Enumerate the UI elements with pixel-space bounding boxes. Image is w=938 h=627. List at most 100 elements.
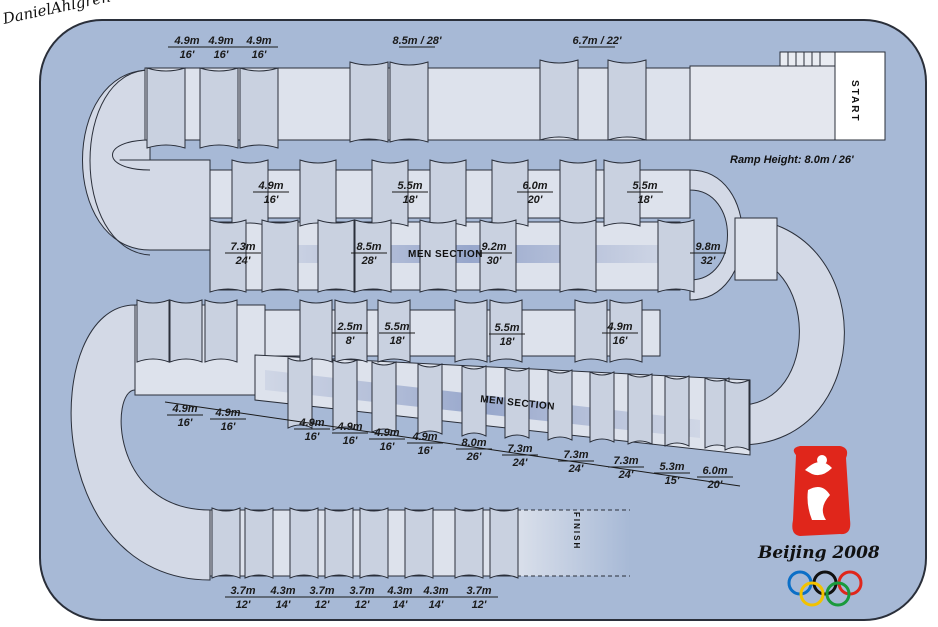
jump-s3-7	[489, 299, 523, 363]
jump-s2-0	[231, 159, 269, 227]
dim-s3-2: 5.5m 18'	[489, 322, 525, 348]
jump-s2-5	[559, 159, 597, 227]
dim-s2-1-meters: 5.5m	[397, 180, 422, 192]
jump-s1-4	[389, 61, 429, 143]
beijing-2008-emblem: Beijing 2008	[757, 446, 880, 607]
obstacles	[136, 59, 750, 579]
dim-s3-0-meters: 2.5m	[336, 321, 362, 333]
jump-s4-1	[332, 359, 358, 431]
jump-s4-2	[371, 361, 397, 433]
jump-s1-1	[199, 67, 239, 149]
dim-s5-0-meters: 3.7m	[230, 585, 255, 597]
dim-s4-3-feet: 16'	[343, 435, 358, 447]
dim-s1-3-meters: 8.5m / 28'	[392, 35, 441, 47]
dim-s3-3-meters: 4.9m	[606, 321, 632, 333]
dim-s1-2-feet: 16'	[252, 49, 267, 61]
jump-s2-6	[603, 159, 641, 227]
jump-s3-6	[454, 299, 488, 363]
dim-s1-0-feet: 16'	[180, 49, 195, 61]
jump-m1-1	[261, 219, 299, 293]
dim-s4-5-meters: 4.9m	[411, 431, 437, 443]
dim-s5-5-feet: 14'	[429, 599, 444, 611]
jump-s2-2	[371, 159, 409, 227]
dim-s3-2-meters: 5.5m	[494, 322, 519, 334]
dim-s4-11-meters: 6.0m	[702, 465, 727, 477]
dim-m1-3-feet: 32'	[701, 255, 716, 267]
dim-s1-1-meters: 4.9m	[207, 35, 233, 47]
dim-s5-3-feet: 12'	[355, 599, 370, 611]
jump-s3-8	[574, 299, 608, 363]
dim-s5-5-meters: 4.3m	[422, 585, 448, 597]
dim-s4-8-feet: 24'	[568, 463, 584, 475]
dim-s3-1-feet: 18'	[390, 335, 405, 347]
finish-label: FINISH	[572, 512, 581, 550]
jump-s4-5	[504, 367, 530, 439]
ramp-height-label: Ramp Height: 8.0m / 26'	[730, 154, 854, 166]
jump-s4-8	[627, 373, 653, 445]
dim-s5-2-feet: 12'	[315, 599, 330, 611]
dim-m1-0: 7.3m 24'	[225, 241, 261, 267]
jump-s4-4	[461, 365, 487, 437]
jump-m1-6	[559, 219, 597, 293]
dim-s4-2-feet: 16'	[305, 431, 320, 443]
dim-m1-2-meters: 9.2m	[481, 241, 506, 253]
dim-m1-2-feet: 30'	[487, 255, 502, 267]
dim-s4-3-meters: 4.9m	[336, 421, 362, 433]
start-ramp	[689, 65, 836, 141]
jump-s3-9	[609, 299, 643, 363]
dim-s1-4: 6.7m / 22'	[572, 35, 622, 48]
jump-s5-0	[211, 507, 241, 579]
dim-s2-3-feet: 18'	[638, 194, 653, 206]
dim-s4-0-feet: 16'	[178, 417, 193, 429]
dim-m1-3-meters: 9.8m	[695, 241, 720, 253]
jump-s1-3	[349, 61, 389, 143]
dim-m1-0-meters: 7.3m	[230, 241, 255, 253]
turn-2	[689, 169, 743, 301]
emblem-text: Beijing 2008	[757, 543, 880, 563]
dim-s3-2-feet: 18'	[500, 336, 515, 348]
jump-m1-5	[479, 219, 517, 293]
jump-s5-5	[404, 507, 434, 579]
dim-m1-3: 9.8m 32'	[690, 241, 726, 267]
dim-s4-8-meters: 7.3m	[563, 449, 588, 461]
dim-s2-0-feet: 16'	[264, 194, 279, 206]
dim-s4-4-meters: 4.9m	[373, 427, 399, 439]
dim-s4-6-feet: 26'	[466, 451, 482, 463]
jump-s3-1	[169, 299, 203, 363]
jump-s5-2	[289, 507, 319, 579]
jump-s4-0	[287, 357, 313, 429]
dim-s5-3-meters: 3.7m	[349, 585, 374, 597]
jump-m1-2	[317, 219, 355, 293]
jump-s4-9	[664, 375, 690, 447]
finish-area	[510, 510, 630, 576]
dim-s4-10-meters: 5.3m	[659, 461, 684, 473]
dim-s2-1: 5.5m 18'	[392, 180, 428, 206]
jump-s2-4	[491, 159, 529, 227]
dim-s5-6-meters: 3.7m	[466, 585, 491, 597]
dim-s2-2-feet: 20'	[527, 194, 543, 206]
start-label: START	[849, 80, 860, 123]
dim-s4-9-feet: 24'	[618, 469, 634, 481]
dim-s3-0-feet: 8'	[346, 335, 355, 347]
dim-s2-1-feet: 18'	[403, 194, 418, 206]
jump-s5-4	[359, 507, 389, 579]
dim-s1-1-feet: 16'	[214, 49, 229, 61]
jump-s4-11	[724, 379, 750, 451]
dim-m1-0-feet: 24'	[235, 255, 251, 267]
jump-s3-4	[334, 299, 368, 363]
men-section-label-1: MEN SECTION	[408, 249, 483, 260]
dim-s5-0-feet: 12'	[236, 599, 251, 611]
jump-m1-3	[354, 219, 392, 293]
